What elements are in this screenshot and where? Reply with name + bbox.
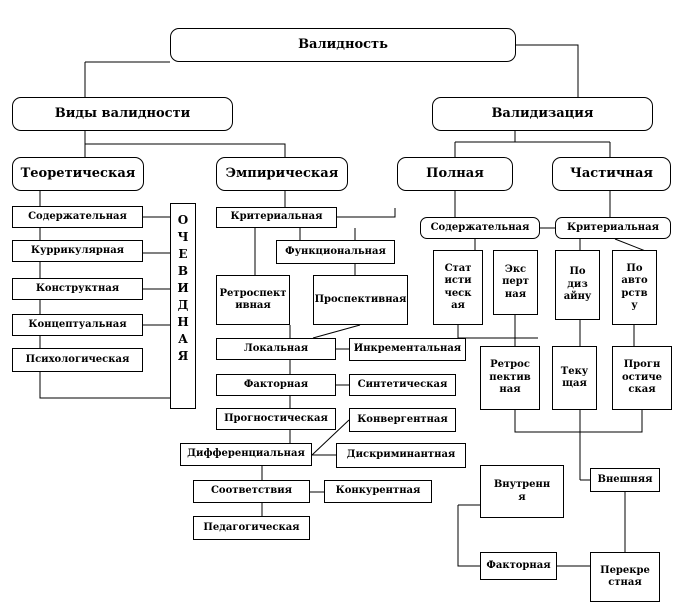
chain-item: Факторная xyxy=(216,374,336,396)
criterion-node: Критериальная xyxy=(216,207,337,228)
prognostic-validation-node: Прогн остиче ская xyxy=(612,346,672,410)
functional-node: Функциональная xyxy=(276,240,395,264)
retrospective-validation-node: Ретрос пектив ная xyxy=(480,346,540,410)
side-item: Конвергентная xyxy=(349,408,456,432)
current-validation-node: Теку щая xyxy=(552,346,597,410)
theoretical-item: Содержательная xyxy=(12,206,143,228)
cross-validation-node: Перекре стная xyxy=(590,552,660,602)
theoretical-item: Психологическая xyxy=(12,348,143,372)
root-node: Валидность xyxy=(170,28,516,62)
chain-item: Педагогическая xyxy=(193,516,310,540)
by-authors-node: По авто рств у xyxy=(612,250,657,325)
chain-item: Соответствия xyxy=(193,480,310,503)
theoretical-item: Куррикулярная xyxy=(12,240,143,262)
kinds-node: Виды валидности xyxy=(12,97,233,131)
chain-item: Дифференциальная xyxy=(180,443,312,466)
chain-item: Локальная xyxy=(216,338,336,360)
internal-node: Внутренн я xyxy=(480,465,564,518)
prospective-node: Проспективная xyxy=(313,275,408,325)
empirical-node: Эмпирическая xyxy=(216,157,348,191)
face-validity-node: О Ч Е В И Д Н А Я xyxy=(170,203,196,409)
theoretical-item: Конструктная xyxy=(12,278,143,300)
by-design-node: По диз айну xyxy=(555,250,600,320)
theoretical-node: Теоретическая xyxy=(12,157,144,191)
validation-node: Валидизация xyxy=(432,97,653,131)
retrospective-node: Ретроспект ивная xyxy=(216,275,290,325)
full-node: Полная xyxy=(397,157,513,191)
criterion-validation-node: Критериальная xyxy=(555,217,671,239)
chain-item: Прогностическая xyxy=(216,408,336,430)
external-node: Внешняя xyxy=(590,468,660,492)
factor-validation-node: Факторная xyxy=(480,552,557,580)
side-item: Инкрементальная xyxy=(349,338,466,361)
content-validation-node: Содержательная xyxy=(420,217,540,239)
theoretical-item: Концептуальная xyxy=(12,314,143,336)
side-item: Конкурентная xyxy=(324,480,432,503)
expert-node: Экс перт ная xyxy=(493,250,538,315)
side-item: Синтетическая xyxy=(349,374,456,396)
statistical-node: Стат исти ческ ая xyxy=(433,250,483,325)
partial-node: Частичная xyxy=(552,157,671,191)
side-item: Дискриминантная xyxy=(336,443,466,468)
